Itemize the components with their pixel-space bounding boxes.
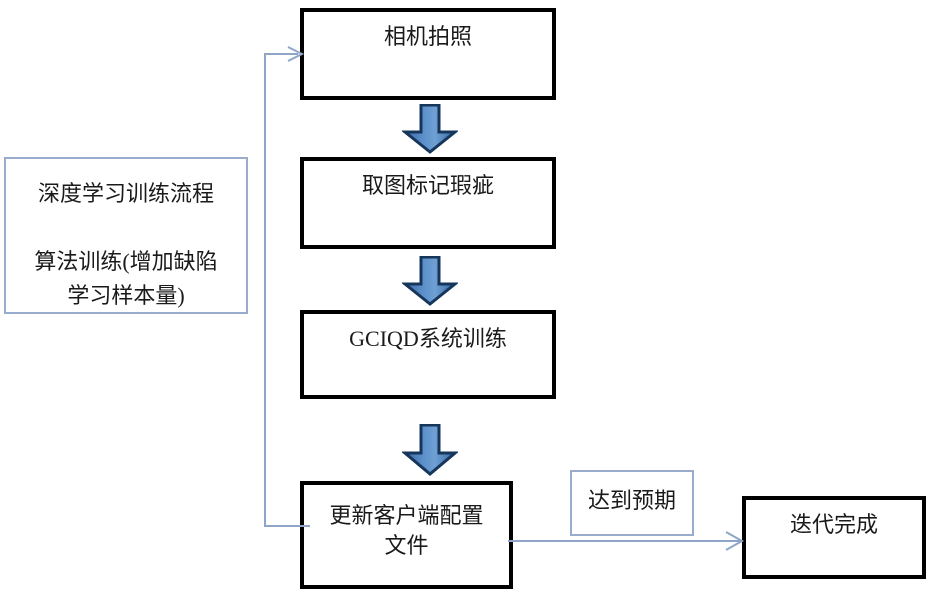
node-iteration-complete[interactable]: 迭代完成: [742, 496, 926, 579]
node-iteration-complete-label: 迭代完成: [789, 512, 878, 537]
note-label: 深度学习训练流程算法训练(增加缺陷 学习样本量): [34, 159, 217, 312]
note-meets-expectation: 达到预期: [570, 470, 694, 536]
note-meets-expectation-label: 达到预期: [587, 488, 676, 513]
node-capture-and-label-defects-label: 取图标记瑕疵: [361, 173, 494, 198]
node-gciqd-system-training-label: GCIQD系统训练: [349, 326, 507, 351]
arrow-update-to-done-icon: [508, 531, 745, 551]
node-gciqd-system-training[interactable]: GCIQD系统训练: [300, 310, 556, 399]
node-update-client-config-file-label: 更新客户端配置 文件: [329, 503, 484, 558]
node-update-client-config-file[interactable]: 更新客户端配置 文件: [300, 481, 513, 589]
arrow-mark-to-train-icon: [402, 256, 458, 306]
note-line-1: 深度学习训练流程: [37, 181, 214, 206]
node-camera-capture[interactable]: 相机拍照: [300, 8, 556, 100]
node-capture-and-label-defects[interactable]: 取图标记瑕疵: [300, 157, 556, 249]
deep-learning-training-process-note: 深度学习训练流程算法训练(增加缺陷 学习样本量): [4, 157, 248, 314]
arrow-camera-to-mark-icon: [402, 104, 458, 154]
node-camera-capture-label: 相机拍照: [383, 24, 472, 49]
arrow-update-to-camera-icon: [264, 46, 310, 527]
note-line-2: 算法训练(增加缺陷 学习样本量): [34, 249, 218, 308]
arrow-train-to-update-icon: [402, 424, 458, 476]
